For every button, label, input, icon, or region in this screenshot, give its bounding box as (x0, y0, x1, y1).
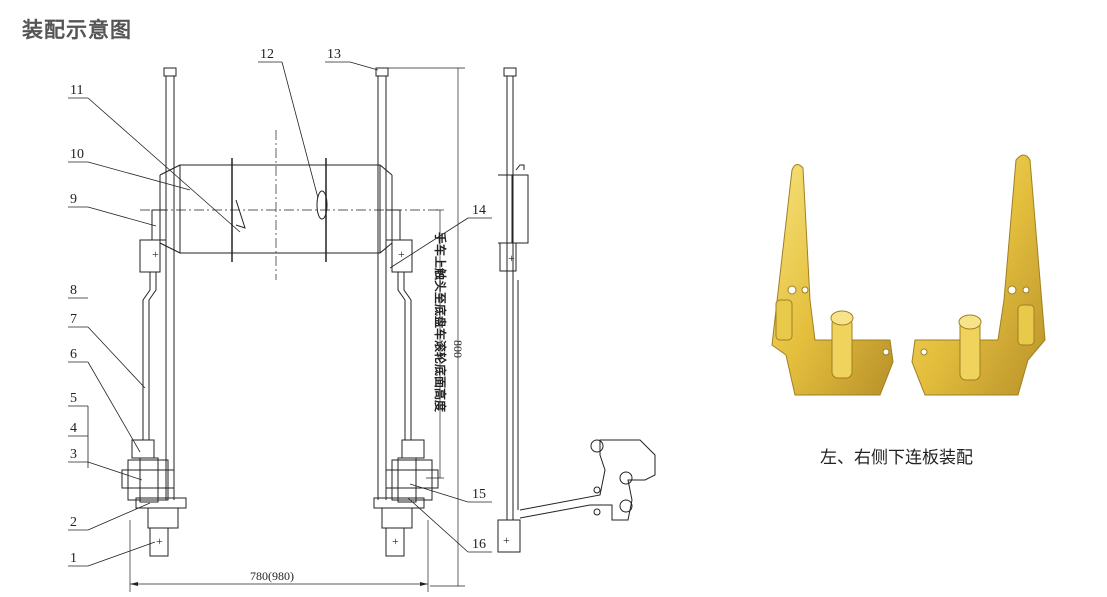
part-label-15: 15 (472, 487, 486, 502)
photo-right-plate (911, 154, 1046, 396)
part-label-13: 13 (327, 47, 341, 62)
part-label-9: 9 (70, 192, 77, 207)
svg-text:+: + (508, 251, 515, 265)
page-title: 装配示意图 (22, 18, 132, 42)
svg-text:+: + (398, 247, 405, 261)
svg-text:+: + (152, 247, 159, 261)
dimension-780 (129, 520, 429, 592)
svg-text:+: + (392, 534, 399, 548)
front-view: + + + + (121, 67, 440, 557)
photo-left-plate (771, 164, 894, 396)
svg-text:+: + (156, 534, 163, 548)
part-label-7: 7 (70, 312, 77, 327)
height-dimension-label: 800 (451, 340, 465, 358)
part-label-5: 5 (70, 391, 77, 406)
width-dimension-label: 780(980) (250, 569, 294, 583)
part-label-3: 3 (70, 447, 77, 462)
part-label-16: 16 (472, 537, 486, 552)
dimension-800 (388, 67, 465, 587)
part-label-1: 1 (70, 551, 77, 566)
part-label-12: 12 (260, 47, 274, 62)
svg-text:+: + (503, 533, 510, 547)
part-label-14: 14 (472, 203, 486, 218)
leader-lines (68, 61, 492, 567)
part-label-11: 11 (70, 83, 83, 98)
part-label-6: 6 (70, 347, 77, 362)
photo-caption: 左、右侧下连板装配 (820, 448, 973, 468)
part-label-10: 10 (70, 147, 84, 162)
part-label-4: 4 (70, 421, 77, 436)
part-labels: 1 2 3 4 5 6 7 8 9 10 11 12 13 14 15 16 (70, 47, 486, 566)
part-label-8: 8 (70, 283, 77, 298)
side-view: + + (497, 67, 656, 553)
part-label-2: 2 (70, 515, 77, 530)
vertical-note: 手车上触头至底盘车滚轮底面高度 (433, 232, 448, 413)
